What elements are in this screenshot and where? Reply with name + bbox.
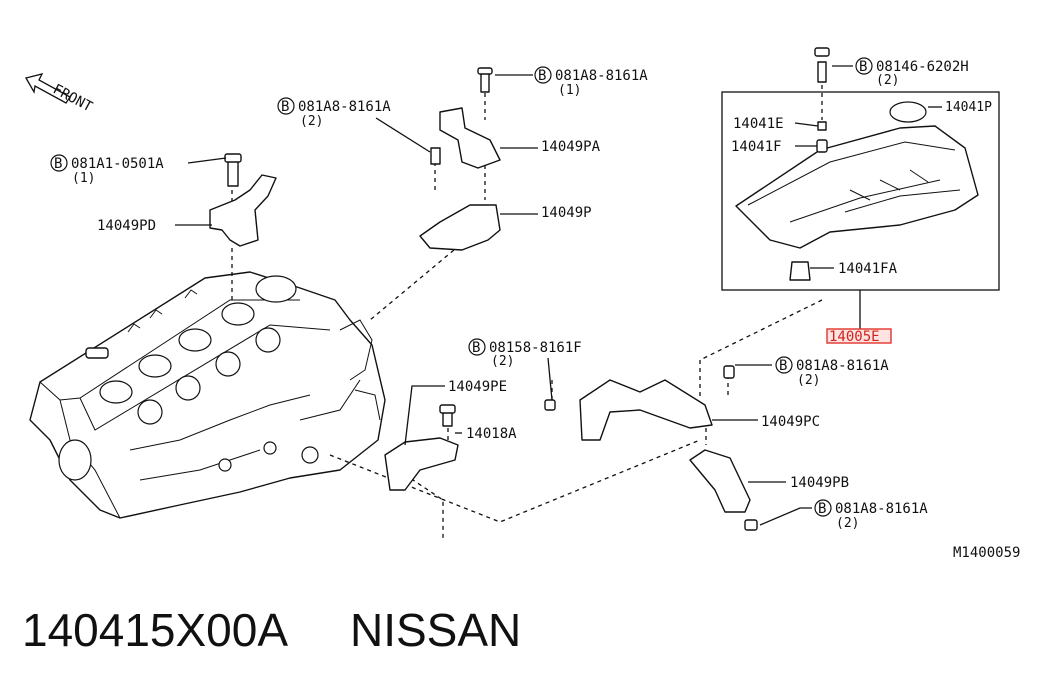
bracket-14049PA	[430, 67, 501, 169]
part-label-14049PC: 14049PC	[761, 414, 820, 430]
callout-qty: (2)	[876, 73, 899, 88]
callout-marker: B	[54, 156, 62, 172]
callout-marker: B	[779, 358, 787, 374]
highlight-box	[826, 328, 892, 344]
callout-4: B 08146-6202H (2)	[855, 57, 969, 88]
front-arrow-icon	[25, 73, 71, 104]
callout-marker: B	[538, 68, 546, 84]
callout-marker: B	[818, 501, 826, 517]
part-label-14049PA: 14049PA	[541, 139, 601, 155]
brand-caption: NISSAN	[350, 604, 521, 656]
callout-code: 081A8-8161A	[796, 358, 889, 374]
callout-code: 081A8-8161A	[555, 68, 648, 84]
callout-qty: (1)	[558, 83, 581, 98]
part-label-14041E: 14041E	[733, 116, 784, 132]
part-label-14018A: 14018A	[466, 426, 517, 442]
part-label-14041F: 14041F	[731, 139, 782, 155]
bracket-14049PE	[384, 404, 459, 491]
bracket-14049P	[419, 204, 501, 251]
callout-qty: (2)	[491, 354, 514, 369]
part-label-14049P: 14049P	[541, 205, 592, 221]
callout-qty: (1)	[72, 171, 95, 186]
part-label-14049PD: 14049PD	[97, 218, 156, 234]
engine-cover-drawing	[735, 47, 979, 281]
callout-qty: (2)	[836, 516, 859, 531]
bracket-14049PB	[689, 449, 758, 531]
callout-code: 081A8-8161A	[298, 99, 391, 115]
front-label: FRONT	[50, 81, 95, 115]
callout-code: 08146-6202H	[876, 59, 969, 75]
part-label-14049PB: 14049PB	[790, 475, 849, 491]
leader-lines	[175, 65, 942, 526]
callout-marker: B	[859, 59, 867, 75]
callout-3: B 081A1-0501A (1)	[50, 154, 164, 186]
callout-code: 08158-8161F	[489, 340, 582, 356]
callout-marker: B	[281, 99, 289, 115]
callout-code: 081A1-0501A	[71, 156, 164, 172]
drawing-code: M1400059	[953, 545, 1020, 561]
callout-1: B 081A8-8161A (1)	[534, 66, 648, 98]
callout-7: B 081A8-8161A (2)	[814, 499, 928, 531]
callout-6: B 081A8-8161A (2)	[775, 356, 889, 388]
callout-qty: (2)	[797, 373, 820, 388]
cylinder-head-drawing	[29, 271, 386, 519]
part-label-14041FA: 14041FA	[838, 261, 898, 277]
part-number-caption: 140415X00A	[22, 604, 288, 656]
highlighted-part-label: 14005E	[829, 329, 880, 345]
part-label-14041P: 14041P	[945, 100, 992, 115]
callout-5: B 08158-8161F (2)	[468, 338, 582, 369]
bracket-14049PC	[544, 365, 735, 441]
callout-2: B 081A8-8161A (2)	[277, 97, 391, 129]
callout-marker: B	[472, 340, 480, 356]
bracket-14049PD	[209, 153, 277, 247]
callout-code: 081A8-8161A	[835, 501, 928, 517]
callout-qty: (2)	[300, 114, 323, 129]
part-label-14049PE: 14049PE	[448, 379, 507, 395]
